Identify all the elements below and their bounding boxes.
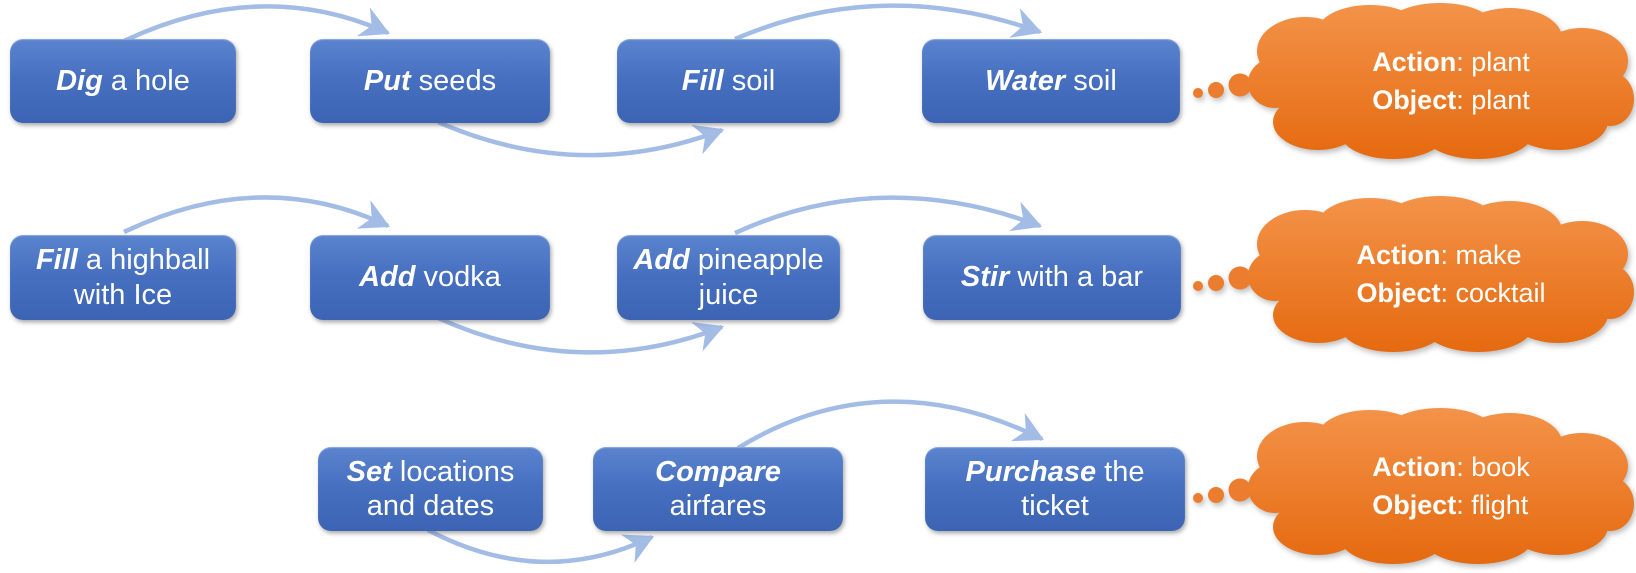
step-label: Add vodka — [359, 261, 501, 294]
thought-cloud-icon — [1193, 3, 1634, 159]
flow-arrow — [426, 528, 655, 564]
step-label: Compare airfares — [655, 455, 789, 522]
bubble-action-line: Action: make — [1356, 239, 1522, 270]
step-label: Fill soil — [681, 64, 776, 97]
step-label: Fill a highball with Ice — [35, 244, 219, 311]
cloud-shape — [1248, 408, 1634, 564]
step-dig-a-hole: Dig a hole — [10, 39, 236, 123]
flow-arrow — [734, 195, 1043, 236]
thought-bubble-cocktail: Action: make Object: cocktail — [1190, 196, 1636, 354]
flow-arrow — [437, 119, 725, 158]
step-add-vodka: Add vodka — [310, 235, 550, 320]
step-purchase-ticket: Purchase the ticket — [925, 447, 1185, 531]
thought-bubble-text: Action: plant Object: plant — [1274, 9, 1628, 153]
step-fill-highball: Fill a highball with Ice — [10, 235, 236, 320]
thought-bubble-plant: Action: plant Object: plant — [1190, 3, 1636, 161]
step-label: Purchase the ticket — [965, 455, 1153, 522]
flow-arrow — [736, 399, 1045, 450]
bubble-action-line: Action: book — [1372, 451, 1530, 482]
thought-dots-icon — [1193, 478, 1252, 503]
thought-bubble-text: Action: make Object: cocktail — [1274, 202, 1628, 346]
step-label: Water soil — [985, 64, 1117, 97]
step-label: Add pineapple juice — [633, 244, 832, 311]
step-label: Set locations and dates — [346, 455, 523, 522]
step-label: Put seeds — [363, 64, 497, 97]
flow-arrow — [123, 4, 391, 44]
step-set-locations-dates: Set locations and dates — [318, 447, 543, 531]
thought-bubble-flight: Action: book Object: flight — [1190, 408, 1636, 566]
thought-dots-icon — [1193, 73, 1252, 98]
step-label: Stir with a bar — [960, 261, 1144, 294]
step-fill-soil: Fill soil — [617, 39, 840, 123]
bubble-object-line: Object: plant — [1372, 85, 1530, 115]
bubble-object-line: Object: flight — [1372, 490, 1529, 520]
thought-cloud-icon — [1193, 408, 1634, 564]
flow-arrow — [123, 195, 391, 235]
step-label: Dig a hole — [56, 64, 190, 97]
step-stir-with-bar: Stir with a bar — [923, 235, 1181, 320]
cloud-shape — [1248, 196, 1634, 352]
cloud-shape — [1248, 3, 1634, 159]
flow-arrow — [437, 315, 725, 355]
step-add-pineapple-juice: Add pineapple juice — [617, 235, 840, 320]
thought-dots-icon — [1193, 266, 1252, 291]
flow-arrow — [734, 3, 1043, 42]
bubble-object-line: Object: cocktail — [1356, 278, 1546, 308]
thought-bubble-text: Action: book Object: flight — [1274, 414, 1628, 558]
bubble-action-line: Action: plant — [1372, 46, 1530, 77]
step-put-seeds: Put seeds — [310, 39, 550, 123]
thought-cloud-icon — [1193, 196, 1634, 352]
step-water-soil: Water soil — [922, 39, 1180, 123]
step-compare-airfares: Compare airfares — [593, 447, 843, 531]
